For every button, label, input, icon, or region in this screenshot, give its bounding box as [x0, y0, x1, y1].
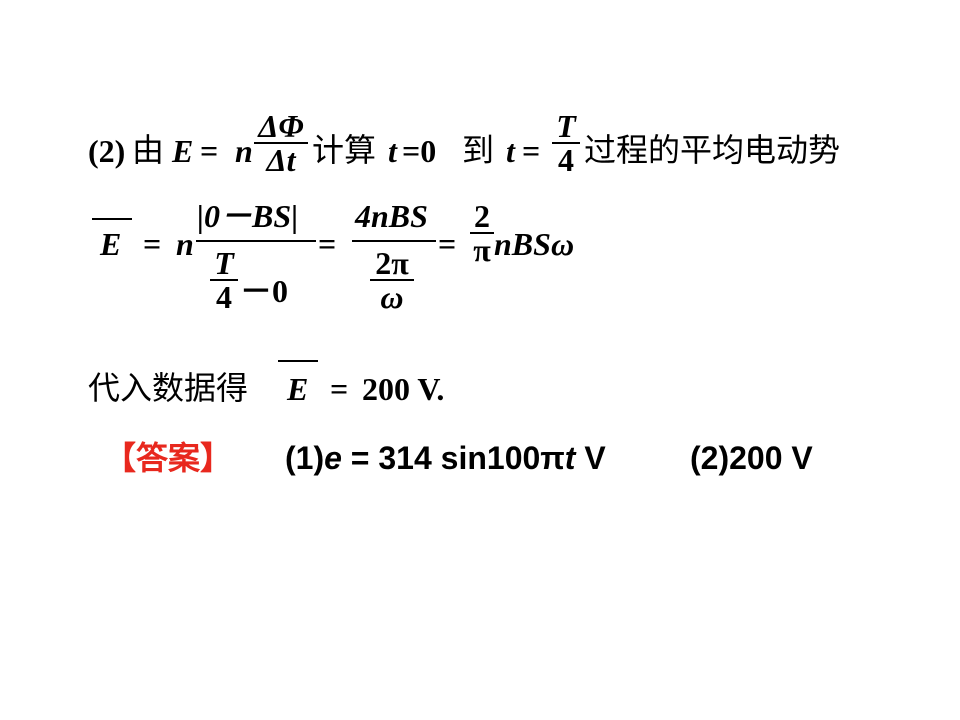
mean-overbar [92, 218, 132, 220]
fraction-bar-main [196, 240, 316, 242]
fraction-bar [370, 279, 414, 281]
text-you: 由 [132, 132, 165, 168]
text-substitute: 代入数据得 [88, 370, 249, 406]
answer-part1-t: t [564, 440, 576, 476]
var-n: n [176, 226, 194, 262]
fraction-denominator: Δt [266, 142, 296, 178]
var-t-end: t [506, 133, 515, 169]
var-n: n [235, 133, 253, 169]
fraction-numerator: 2π [375, 245, 409, 281]
var-E-mean: E [287, 371, 309, 407]
equals: = [438, 226, 457, 262]
answer-part1: (1)e = 314 sin100πt V [285, 442, 606, 474]
fraction-bar [470, 232, 494, 234]
fraction-numerator: ΔΦ [258, 108, 304, 144]
text-process: 过程的平均电动势 [584, 132, 841, 168]
mean-overbar [278, 360, 318, 362]
fraction-bar [210, 279, 238, 281]
fraction-2-over-pi: 2 π [470, 200, 494, 266]
fraction-2pi-over-omega: 2π ω [370, 247, 414, 313]
fraction-denominator: ω [380, 279, 404, 315]
fraction-bar [552, 142, 580, 144]
fraction-dphi-dt: ΔΦ Δt [254, 110, 308, 176]
minus-zero: －0 [240, 273, 289, 309]
answer-part2: (2)200 V [690, 440, 813, 476]
var-E-mean: E [100, 226, 122, 262]
fraction-T-over-4: T 4 [210, 247, 238, 313]
fraction-numerator: 2 [474, 198, 490, 234]
result-value: 200 V. [362, 371, 445, 407]
answer-part1-prefix: (1) [285, 440, 325, 476]
tail-nBSomega: nBSω [494, 226, 575, 262]
fraction-denominator: π [473, 232, 491, 268]
fraction-numerator: T [556, 108, 576, 144]
var-t: t [388, 133, 397, 169]
fraction-bar-main [352, 240, 436, 242]
equals: = [522, 133, 541, 169]
equals: = [330, 371, 349, 407]
answer-tag: 【答案】 [104, 440, 233, 476]
text-jisuan: 计算 [312, 132, 377, 168]
abs-numerator: |0－BS| [197, 198, 299, 234]
var-E: E [172, 133, 194, 169]
fraction-denominator: 4 [558, 142, 574, 178]
fraction-denominator: 4 [216, 279, 232, 315]
text-dao: 到 [462, 132, 495, 168]
answer-part1-expr: = 314 sin100π [341, 440, 565, 476]
equals: = [143, 226, 162, 262]
equals: = [200, 133, 219, 169]
fraction-numerator: T [214, 245, 234, 281]
equals: = [318, 226, 337, 262]
numerator-4nBS: 4nBS [355, 198, 428, 234]
part-label: (2) [88, 133, 126, 169]
fraction-bar [254, 142, 308, 144]
answer-part1-e: e [324, 440, 342, 476]
fraction-T-over-4: T 4 [552, 110, 580, 176]
answer-part1-unit: V [575, 440, 606, 476]
equals-zero: =0 [402, 133, 437, 169]
